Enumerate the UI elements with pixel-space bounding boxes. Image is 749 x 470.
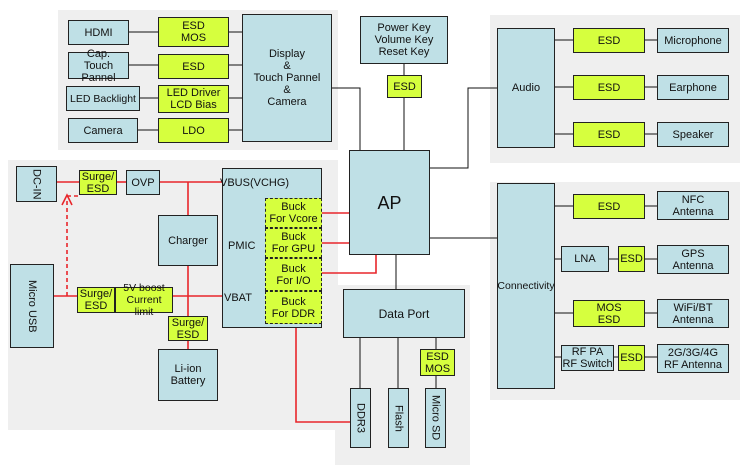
earphone-block: Earphone xyxy=(657,75,729,100)
keys-block: Power Key Volume Key Reset Key xyxy=(360,16,448,64)
ldo-block: LDO xyxy=(158,118,229,143)
gps-antenna-block: GPS Antenna xyxy=(657,245,729,274)
rf-esd-block: ESD xyxy=(618,345,645,371)
led-driver-block: LED Driver LCD Bias xyxy=(158,85,229,113)
micro-usb-label: Micro USB xyxy=(26,279,38,333)
micro-sd-label: Micro SD xyxy=(429,395,442,441)
lna-block: LNA xyxy=(561,246,609,272)
surge-esd-mid-block: Surge/ ESD xyxy=(77,287,115,313)
nfc-esd-block: ESD xyxy=(573,194,645,219)
ap-block: AP xyxy=(349,150,430,255)
boost-block: 5V boost Current limit xyxy=(115,282,173,318)
ddr3-block: DDR3 xyxy=(350,388,371,448)
gps-esd-block: ESD xyxy=(618,246,645,272)
data-port-block: Data Port xyxy=(343,289,465,338)
display-touch-camera-block: Display & Touch Pannel & Camera xyxy=(242,14,332,142)
audio-esd-2: ESD xyxy=(573,75,645,100)
rf-pa-switch-block: RF PA RF Switch xyxy=(561,345,614,371)
audio-esd-1: ESD xyxy=(573,28,645,53)
keys-esd-block: ESD xyxy=(387,75,422,98)
vbus-label: VBUS(VCHG) xyxy=(220,177,290,189)
buck-gpu-block: Buck For GPU xyxy=(265,228,322,258)
dc-in-label: DC-IN xyxy=(30,168,43,200)
surge-esd-bottom-block: Surge/ ESD xyxy=(168,316,208,341)
charger-block: Charger xyxy=(158,215,218,266)
surge-esd-top-block: Surge/ ESD xyxy=(79,170,117,195)
ovp-block: OVP xyxy=(126,170,160,195)
buck-ddr-block: Buck For DDR xyxy=(265,291,322,324)
micro-usb-block: Micro USB xyxy=(10,264,54,348)
buck-io-block: Buck For I/O xyxy=(265,258,322,291)
nfc-antenna-block: NFC Antenna xyxy=(657,191,729,220)
microphone-block: Microphone xyxy=(657,28,729,53)
esd-touch-block: ESD xyxy=(158,54,229,79)
battery-block: Li-ion Battery xyxy=(158,349,218,401)
cap-touch-block: Cap. Touch Pannel xyxy=(68,48,129,84)
data-port-esd-mos-block: ESD MOS xyxy=(420,349,455,376)
dc-in-block: DC-IN xyxy=(16,166,57,202)
led-backlight-block: LED Backlight xyxy=(66,86,140,111)
ddr3-label: DDR3 xyxy=(354,403,367,433)
buck-vcore-block: Buck For Vcore xyxy=(265,198,322,228)
flash-block: Flash xyxy=(388,388,409,448)
pmic-label: PMIC xyxy=(228,240,256,252)
rf-antenna-block: 2G/3G/4G RF Antenna xyxy=(657,344,729,373)
audio-block: Audio xyxy=(497,28,555,148)
camera-block: Camera xyxy=(68,118,138,143)
speaker-block: Speaker xyxy=(657,122,729,147)
hdmi-block: HDMI xyxy=(68,20,129,45)
flash-label: Flash xyxy=(392,404,405,432)
esd-mos-block: ESD MOS xyxy=(158,17,229,47)
connectivity-block: Connectivity xyxy=(497,183,555,389)
wifi-bt-antenna-block: WiFi/BT Antenna xyxy=(657,299,729,328)
micro-sd-block: Micro SD xyxy=(425,388,446,448)
audio-esd-3: ESD xyxy=(573,122,645,147)
wifi-mos-esd-block: MOS ESD xyxy=(573,300,645,327)
vbat-label: VBAT xyxy=(224,292,252,304)
